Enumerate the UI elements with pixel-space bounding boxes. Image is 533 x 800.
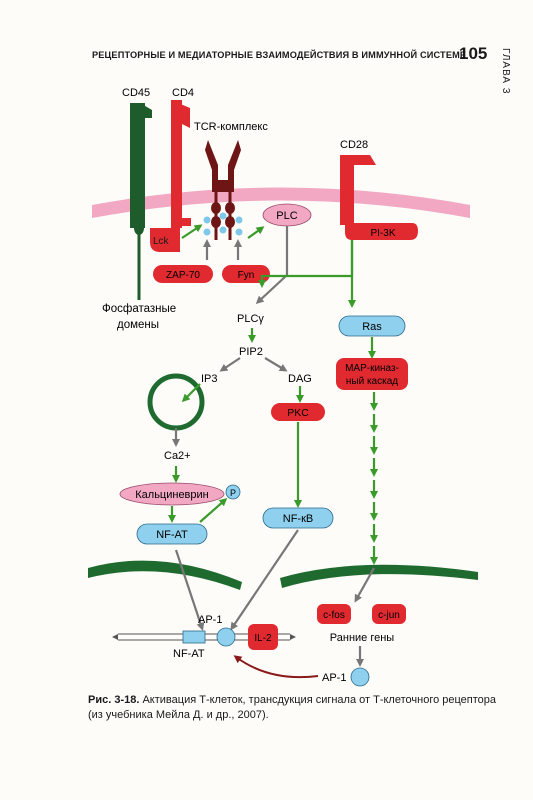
arrow-ip3-er — [181, 383, 201, 403]
plcg-label: PLCγ — [237, 313, 264, 325]
ap1-label: AP-1 — [198, 614, 222, 626]
phosphatase-label-2: домены — [117, 319, 159, 331]
er-ring — [147, 373, 205, 431]
cfos-node — [317, 604, 351, 624]
fyn-label: Fyn — [238, 270, 255, 281]
nfkb-label: NF-кB — [283, 513, 313, 525]
ras-node — [338, 315, 406, 337]
ap1-bottom-label: AP-1 — [322, 672, 346, 684]
ca-label: Ca2+ — [164, 450, 191, 462]
arrow-nfat-dna — [174, 549, 205, 631]
cd45-label: CD45 — [122, 87, 150, 99]
nfat-dna-site — [182, 630, 206, 644]
pkc-label: PKC — [287, 407, 309, 419]
ap1-bottom-node — [350, 667, 370, 687]
figure-caption: Рис. 3-18. Активация Т-клеток, трансдукц… — [88, 693, 508, 723]
ras-label: Ras — [362, 321, 382, 333]
cjun-node — [372, 604, 406, 624]
nuclear-membrane-right — [280, 564, 478, 588]
lck-node — [150, 228, 180, 252]
cjun-label: c-jun — [378, 610, 400, 621]
arrow-ap1-feedback — [233, 655, 319, 679]
cfos-label: c-fos — [323, 610, 345, 621]
early-genes-label: Ранние гены — [330, 632, 395, 644]
caption-label: Рис. 3-18. — [88, 694, 140, 706]
pkc-node — [271, 403, 325, 421]
il2-label: IL-2 — [254, 633, 272, 644]
arrow-tcr-plc — [247, 226, 265, 239]
arrow-lck-tcr — [181, 224, 203, 239]
zap70-label: ZAP-70 — [166, 270, 200, 281]
arrow-mapk-genes — [354, 567, 375, 603]
phosphate-node — [225, 484, 241, 500]
mapk-node — [336, 358, 408, 390]
phosphatase-label-1: Фосфатазные — [102, 303, 176, 315]
calcineurin-node — [119, 482, 225, 506]
phosphate-label: P — [230, 488, 236, 498]
tcr-complex — [203, 140, 243, 240]
mapk-label-1: MAP-киназ- — [345, 363, 399, 374]
arrow-pip2-dag — [264, 357, 288, 372]
nfat-node — [136, 523, 208, 545]
arrow-pi3k-branch — [258, 240, 354, 288]
dag-label: DAG — [288, 373, 312, 385]
arrow-nfat-phosphate — [199, 498, 228, 523]
calcineurin-label: Кальциневрин — [135, 489, 209, 501]
ap1-dna-site — [216, 627, 236, 647]
cd28-label: CD28 — [340, 139, 368, 151]
fyn-node — [222, 265, 270, 283]
nuclear-membrane-left — [88, 560, 242, 590]
lck-label: Lck — [153, 236, 170, 247]
arrow-plc-plcg — [255, 226, 289, 305]
nfkb-node — [262, 507, 334, 529]
plc-label: PLC — [276, 210, 297, 222]
running-header: РЕЦЕПТОРНЫЕ И МЕДИАТОРНЫЕ ВЗАИМОДЕЙСТВИЯ… — [92, 50, 467, 60]
pip2-label: PIP2 — [239, 346, 263, 358]
nfat-label: NF-AT — [156, 529, 188, 541]
tcr-label: TCR-комплекс — [194, 121, 268, 133]
mapk-label-2: ный каскад — [346, 376, 398, 387]
il2-node — [248, 624, 278, 650]
chapter-label: ГЛАВА 3 — [500, 48, 511, 95]
ip3-label: IP3 — [201, 373, 218, 385]
cd45-receptor — [130, 103, 152, 300]
t-cell-activation-diagram: CD45 CD4 TCR-комплекс CD28 Lck PLC PI — [88, 87, 478, 687]
nfat-dna-label: NF-AT — [173, 648, 205, 660]
pi3k-node — [345, 223, 418, 240]
pi3k-label: PI-3K — [370, 228, 395, 239]
zap70-node — [153, 265, 213, 283]
arrow-pip2-ip3 — [219, 357, 241, 372]
page-number: 105 — [459, 44, 488, 63]
caption-text: Активация Т-клеток, трансдукция сигнала … — [88, 694, 497, 721]
cell-membrane — [92, 187, 470, 218]
cd4-label: CD4 — [172, 87, 194, 99]
cd4-receptor — [171, 100, 191, 228]
cd28-receptor — [340, 155, 376, 225]
arrow-nfkb-dna — [230, 529, 299, 631]
